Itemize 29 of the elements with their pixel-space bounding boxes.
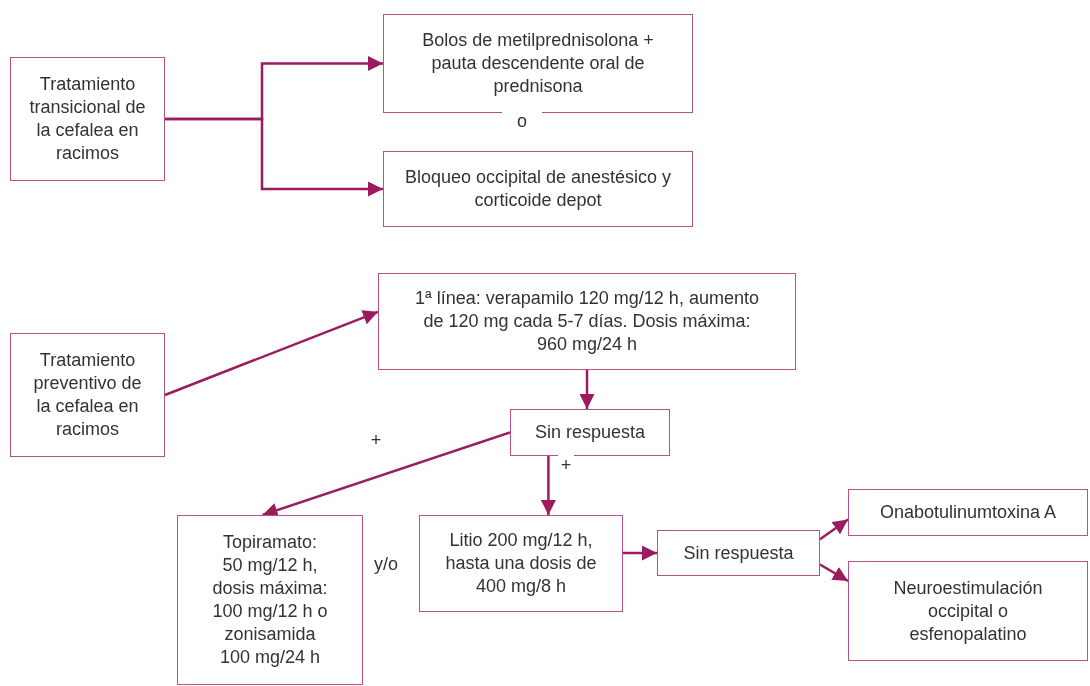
process-box (848, 489, 1088, 536)
box-text: Tratamiento transicional de la cefalea en racimos (28, 73, 147, 165)
process-box (510, 409, 670, 456)
arrow (819, 563, 849, 583)
process-box (419, 515, 623, 612)
process-box (657, 530, 820, 576)
box-text: Topiramato: 50 mg/12 h, dosis máxima: 100 mg/12 h o zonisamida 100 mg/24 h (211, 531, 329, 669)
arrow (164, 310, 379, 397)
box-text: Tratamiento preventivo de la cefalea en racimos (32, 349, 143, 441)
box-text: Bolos de metilprednisolona + pauta descendente oral de prednisona (421, 29, 655, 98)
box-text: Onabotulinumtoxina A (878, 501, 1058, 524)
process-box (378, 273, 796, 370)
box-text: Sin respuesta (682, 541, 795, 565)
process-box (177, 515, 363, 685)
process-box (10, 57, 165, 181)
process-box (10, 333, 165, 457)
process-box (383, 151, 693, 227)
arrow (623, 545, 657, 561)
arrow (819, 518, 849, 541)
box-text: Bloqueo occipital de anestésico y corticoide depot (403, 166, 673, 212)
arrow (165, 117, 383, 197)
arrow (540, 456, 556, 515)
process-box (848, 561, 1088, 661)
process-box (383, 14, 693, 113)
box-text: Neuroestimulación occipital o esfenopalatino (892, 576, 1044, 646)
box-text: Litio 200 mg/12 h, hasta una dosis de 400 mg/8 h (444, 529, 598, 598)
box-text: 1ª línea: verapamilo 120 mg/12 h, aumento de 120 mg cada 5-7 días. Dosis máxima: 960 mg/24 h (414, 287, 760, 356)
box-text: Sin respuesta (533, 421, 647, 444)
arrow (579, 370, 595, 409)
